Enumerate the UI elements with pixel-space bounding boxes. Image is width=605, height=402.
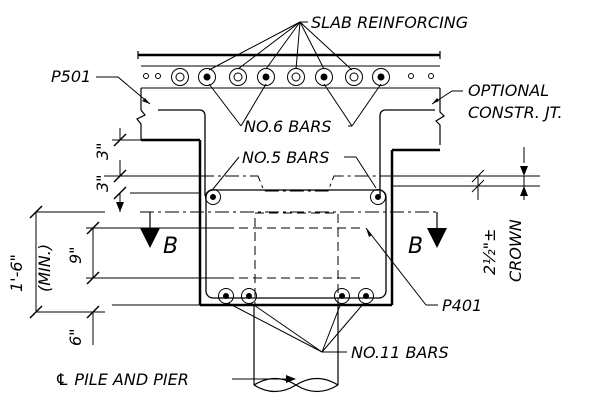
slab-small-bars <box>143 73 434 79</box>
p501-label: P501 <box>51 67 91 86</box>
no6-bars-label: NO.6 BARS <box>244 117 331 136</box>
p501-bars <box>158 109 435 196</box>
no11-bars-leaders <box>227 302 365 353</box>
p501-leader <box>96 76 151 105</box>
slab-reinforcing-label: SLAB REINFORCING <box>311 13 468 32</box>
section-b-right: B <box>408 234 423 259</box>
crown-label: CROWN <box>506 219 525 282</box>
construction-joint-line <box>200 175 392 192</box>
section-arrow-right <box>427 212 447 248</box>
no11-bars-label: NO.11 BARS <box>351 343 449 362</box>
pile <box>253 305 339 393</box>
left-dimension-ticks <box>29 133 127 319</box>
no5-bars-leaders <box>212 156 377 190</box>
dim-min: (MIN.) <box>35 244 54 292</box>
crown-dimension <box>471 169 485 200</box>
dim-2-half: 2½"± <box>480 229 499 275</box>
hidden-lines <box>225 212 365 306</box>
p401-stirrup <box>205 189 387 299</box>
no5-bars <box>205 189 386 205</box>
dim-1-6: 1'-6" <box>7 254 26 292</box>
p401-leader <box>365 227 438 306</box>
dim-3-top: 3" <box>93 142 112 160</box>
slab-reinforcing-leaders <box>208 21 353 71</box>
constr-jt-label: CONSTR. JT. <box>468 103 563 122</box>
slab-reinforcing-bars <box>171 68 390 86</box>
optional-label: OPTIONAL <box>468 81 549 100</box>
section-arrow-left <box>140 212 160 248</box>
pile-pier-label: ℄ PILE AND PIER <box>55 370 189 389</box>
dim-6: 6" <box>66 328 85 346</box>
dim-3-mid: 3" <box>93 174 112 192</box>
section-b-left: B <box>163 234 178 259</box>
optional-constr-jt-leader <box>431 90 463 105</box>
no6-bars-leaders <box>208 83 382 127</box>
dim-9: 9" <box>66 246 85 264</box>
no5-bars-label: NO.5 BARS <box>242 148 329 167</box>
left-dimension-lines <box>35 128 225 345</box>
no11-bars <box>218 288 374 304</box>
deck-slab <box>136 51 445 152</box>
p401-label: P401 <box>442 296 482 315</box>
